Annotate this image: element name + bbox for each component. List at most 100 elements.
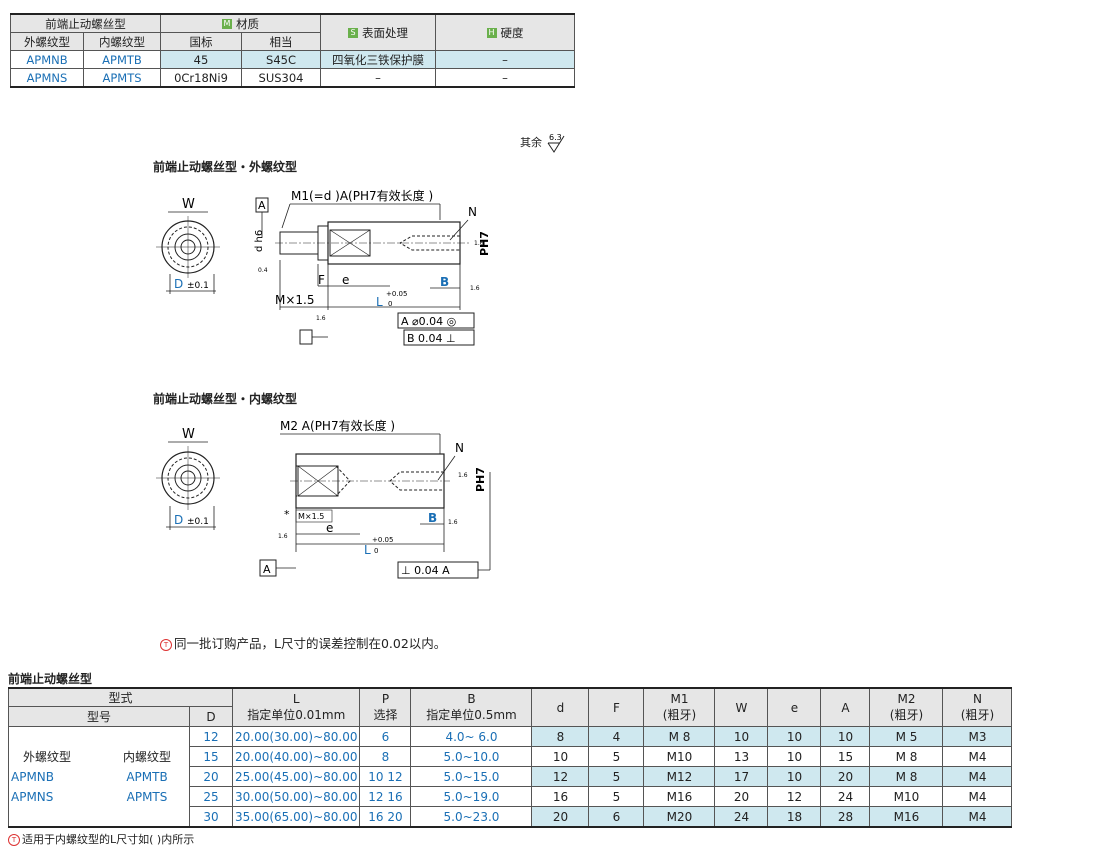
star-mark: * xyxy=(284,508,290,521)
dim-d: D xyxy=(174,277,183,291)
dim-l: L xyxy=(364,543,371,557)
cell-a: 15 xyxy=(820,746,871,767)
dim-mx: M×1.5 xyxy=(275,293,315,307)
ext-model: APMNB xyxy=(10,50,84,69)
cell-l: 20.00(30.00)~80.00 xyxy=(231,726,361,747)
roughness-r3: 1.6 xyxy=(470,285,480,292)
surface-badge-icon: S xyxy=(348,28,358,38)
diagram-ext-title: 前端止动螺丝型・外螺纹型 xyxy=(153,160,298,174)
m1-header-label: M1 xyxy=(670,692,689,706)
model-cell-blank xyxy=(8,726,190,747)
tol: ⊥ 0.04 A xyxy=(401,564,450,577)
cell-m2: M16 xyxy=(869,806,944,828)
roughness-r1: 1.6 xyxy=(458,472,468,479)
national-header: 国标 xyxy=(160,32,242,51)
model-header: 型号 xyxy=(8,706,190,727)
b-header-label: B xyxy=(467,692,476,706)
cell-m1: M12 xyxy=(643,766,716,787)
cell-p: 16 20 xyxy=(359,806,412,828)
cell-f: 6 xyxy=(588,806,645,828)
n-header-label: N xyxy=(972,692,982,706)
a-header: A xyxy=(820,687,871,727)
dim-l-tol0: 0 xyxy=(388,300,392,308)
cell-b: 5.0~15.0 xyxy=(410,766,533,787)
ext-model-2: APMNS xyxy=(8,786,105,807)
surface-value: 四氧化三铁保护膜 xyxy=(320,50,436,69)
cell-d: 15 xyxy=(189,746,233,767)
cell-p: 8 xyxy=(359,746,412,767)
tol-frame-2 xyxy=(403,329,475,346)
diagram-int: W D ±0.1 M2 A(PH7有效长度 ) N PH7 1.6 B 1.6 … xyxy=(156,418,491,579)
material-badge-icon: M xyxy=(222,19,232,29)
national-value: 0Cr18Ni9 xyxy=(160,68,242,88)
cell-w: 17 xyxy=(714,766,769,787)
material-row: APMNS APMTS 0Cr18Ni9 SUS304 – – xyxy=(10,68,575,88)
cell-a: 20 xyxy=(820,766,871,787)
roughness-r4: 1.6 xyxy=(316,315,326,322)
cell-dd: 12 xyxy=(531,766,590,787)
spec-row: 12 20.00(30.00)~80.00 6 4.0~ 6.0 8 4 M 8… xyxy=(8,726,1013,747)
cell-w: 24 xyxy=(714,806,769,828)
label-n: N xyxy=(455,441,464,455)
cell-p: 10 12 xyxy=(359,766,412,787)
material-row: APMNB APMTB 45 S45C 四氧化三铁保护膜 – xyxy=(10,50,575,69)
d-header: d xyxy=(531,687,590,727)
cell-w: 20 xyxy=(714,786,769,807)
p-header-sub: 选择 xyxy=(373,708,398,722)
label-dh6: d h6 xyxy=(254,230,265,252)
cell-d: 20 xyxy=(189,766,233,787)
dim-e: e xyxy=(342,273,349,287)
roughness-symbol-icon: 6.3 xyxy=(547,133,564,153)
spec-title: 前端止动螺丝型 xyxy=(8,672,93,686)
cell-m2: M10 xyxy=(869,786,944,807)
cell-f: 5 xyxy=(588,746,645,767)
n-header: N(粗牙) xyxy=(942,687,1013,727)
roughness-value: 6.3 xyxy=(549,133,562,142)
dim-l: L xyxy=(376,295,383,309)
spec-row: 外螺纹型 内螺纹型 15 20.00(40.00)~80.00 8 5.0~10… xyxy=(8,746,1013,767)
roughness-label: 其余 xyxy=(520,136,542,149)
type-header: 前端止动螺丝型 xyxy=(10,13,161,33)
roughness-r2: 1.6 xyxy=(448,519,458,526)
dim-w: W xyxy=(182,427,195,442)
surface-value: – xyxy=(320,68,436,88)
int-model-1: APMTB xyxy=(105,766,190,787)
label-ph7: PH7 xyxy=(474,467,487,492)
cell-d: 25 xyxy=(189,786,233,807)
cell-p: 12 16 xyxy=(359,786,412,807)
m2-header-label: M2 xyxy=(897,692,916,706)
spec-row: APMNS APMTS 25 30.00(50.00)~80.00 12 16 … xyxy=(8,786,1013,807)
tol-frame-1 xyxy=(397,312,475,329)
cell-l: 20.00(40.00)~80.00 xyxy=(231,746,361,767)
m1-header: M1(粗牙) xyxy=(643,687,716,727)
cell-d: 30 xyxy=(189,806,233,828)
national-value: 45 xyxy=(160,50,242,69)
cell-n: M4 xyxy=(942,746,1013,767)
int-header: 内螺纹型 xyxy=(83,32,161,51)
cell-dd: 10 xyxy=(531,746,590,767)
cell-n: M4 xyxy=(942,766,1013,787)
m2-header: M2(粗牙) xyxy=(869,687,944,727)
cell-n: M4 xyxy=(942,806,1013,828)
cell-b: 4.0~ 6.0 xyxy=(410,726,533,747)
equiv-value: S45C xyxy=(241,50,321,69)
cell-dd: 8 xyxy=(531,726,590,747)
model-cell-blank xyxy=(8,806,190,828)
note-2-text: 适用于内螺纹型的L尺寸如( )内所示 xyxy=(22,833,195,846)
dim-f: F xyxy=(318,273,325,287)
cell-e: 10 xyxy=(767,746,822,767)
datum-a: A xyxy=(263,563,271,576)
cell-e: 10 xyxy=(767,766,822,787)
dim-d-tol: ±0.1 xyxy=(187,517,209,527)
dim-d-tol: ±0.1 xyxy=(187,281,209,291)
int-model-2: APMTS xyxy=(105,786,190,807)
cell-b: 5.0~19.0 xyxy=(410,786,533,807)
note-mark-icon: T xyxy=(8,834,20,846)
cell-a: 24 xyxy=(820,786,871,807)
